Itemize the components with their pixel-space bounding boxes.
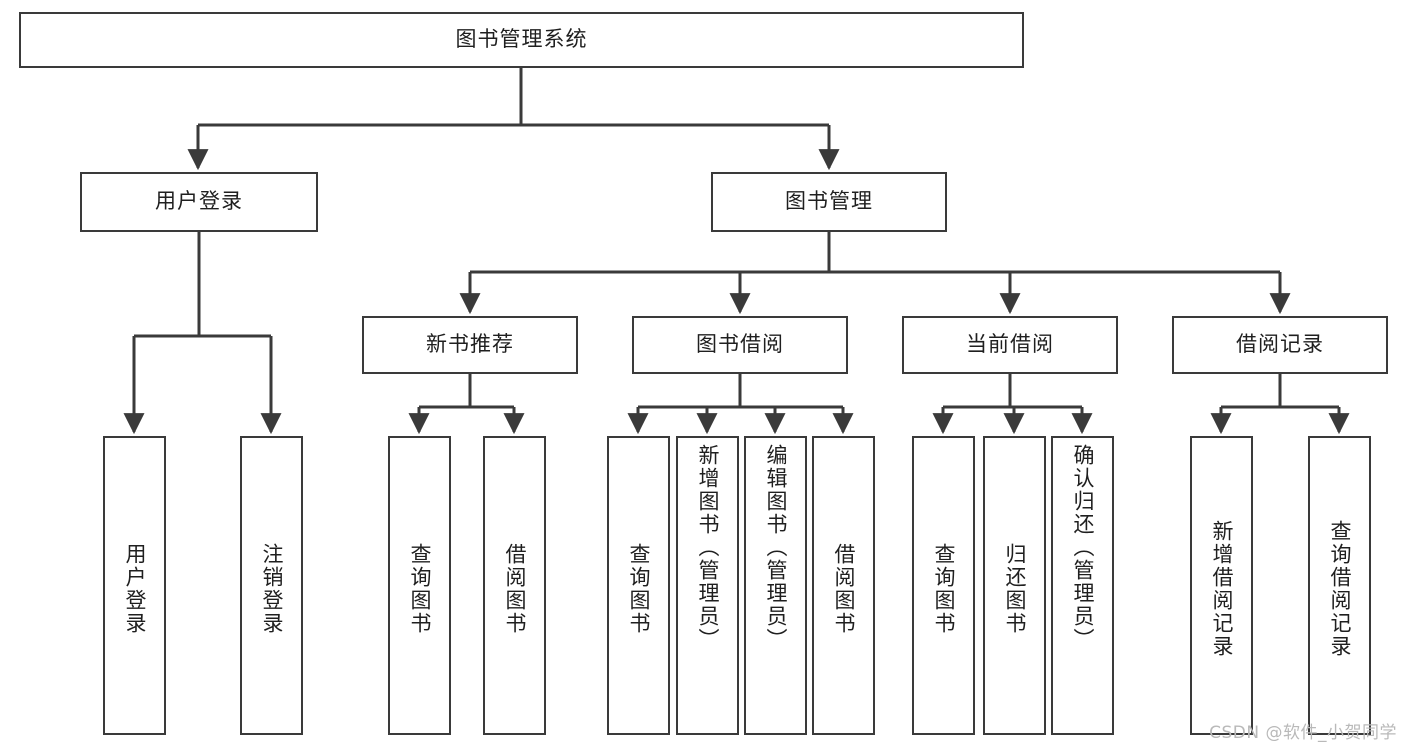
node-leaf-user-login-label: 用户登录 [122,542,147,635]
node-leaf-edit-book-admin-label: 编辑图书（管理员） [763,444,788,651]
node-current-borrow-label: 当前借阅 [966,332,1054,357]
watermark-text: CSDN @软件_小贺同学 [1209,723,1397,743]
node-leaf-user-login[interactable]: 用户登录 [103,436,166,735]
node-leaf-add-book-admin[interactable]: 新增图书（管理员） [676,436,739,735]
node-leaf-add-borrow-record-label: 新增借阅记录 [1209,519,1234,658]
node-new-book-recommend[interactable]: 新书推荐 [362,316,578,374]
node-leaf-query-book-recommend-label: 查询图书 [407,542,432,635]
node-leaf-borrow-book-label: 借阅图书 [831,542,856,635]
node-leaf-edit-book-admin[interactable]: 编辑图书（管理员） [744,436,807,735]
node-leaf-confirm-return-admin-label: 确认归还（管理员） [1070,444,1095,651]
node-leaf-add-borrow-record[interactable]: 新增借阅记录 [1190,436,1253,735]
node-leaf-return-book[interactable]: 归还图书 [983,436,1046,735]
node-leaf-query-book-borrow-label: 查询图书 [626,542,651,635]
node-leaf-borrow-book[interactable]: 借阅图书 [812,436,875,735]
node-leaf-query-book-recommend[interactable]: 查询图书 [388,436,451,735]
node-leaf-query-book-current-label: 查询图书 [931,542,956,635]
node-book-borrow-label: 图书借阅 [696,332,784,357]
node-leaf-query-book-borrow[interactable]: 查询图书 [607,436,670,735]
node-leaf-query-borrow-record[interactable]: 查询借阅记录 [1308,436,1371,735]
node-leaf-borrow-book-recommend-label: 借阅图书 [502,542,527,635]
node-root-label: 图书管理系统 [455,27,588,52]
node-book-borrow[interactable]: 图书借阅 [632,316,848,374]
node-leaf-query-book-current[interactable]: 查询图书 [912,436,975,735]
node-leaf-return-book-label: 归还图书 [1002,542,1027,635]
node-borrow-record[interactable]: 借阅记录 [1172,316,1388,374]
node-leaf-user-logout[interactable]: 注销登录 [240,436,303,735]
node-book-management-label: 图书管理 [785,189,873,214]
node-new-book-recommend-label: 新书推荐 [426,332,514,357]
node-leaf-user-logout-label: 注销登录 [259,542,284,635]
node-leaf-add-book-admin-label: 新增图书（管理员） [695,444,720,651]
node-borrow-record-label: 借阅记录 [1236,332,1324,357]
node-leaf-confirm-return-admin[interactable]: 确认归还（管理员） [1051,436,1114,735]
node-user-login-label: 用户登录 [155,189,243,214]
node-leaf-query-borrow-record-label: 查询借阅记录 [1327,519,1352,658]
node-leaf-borrow-book-recommend[interactable]: 借阅图书 [483,436,546,735]
node-user-login[interactable]: 用户登录 [80,172,318,232]
node-root[interactable]: 图书管理系统 [19,12,1024,68]
node-current-borrow[interactable]: 当前借阅 [902,316,1118,374]
node-book-management[interactable]: 图书管理 [711,172,947,232]
